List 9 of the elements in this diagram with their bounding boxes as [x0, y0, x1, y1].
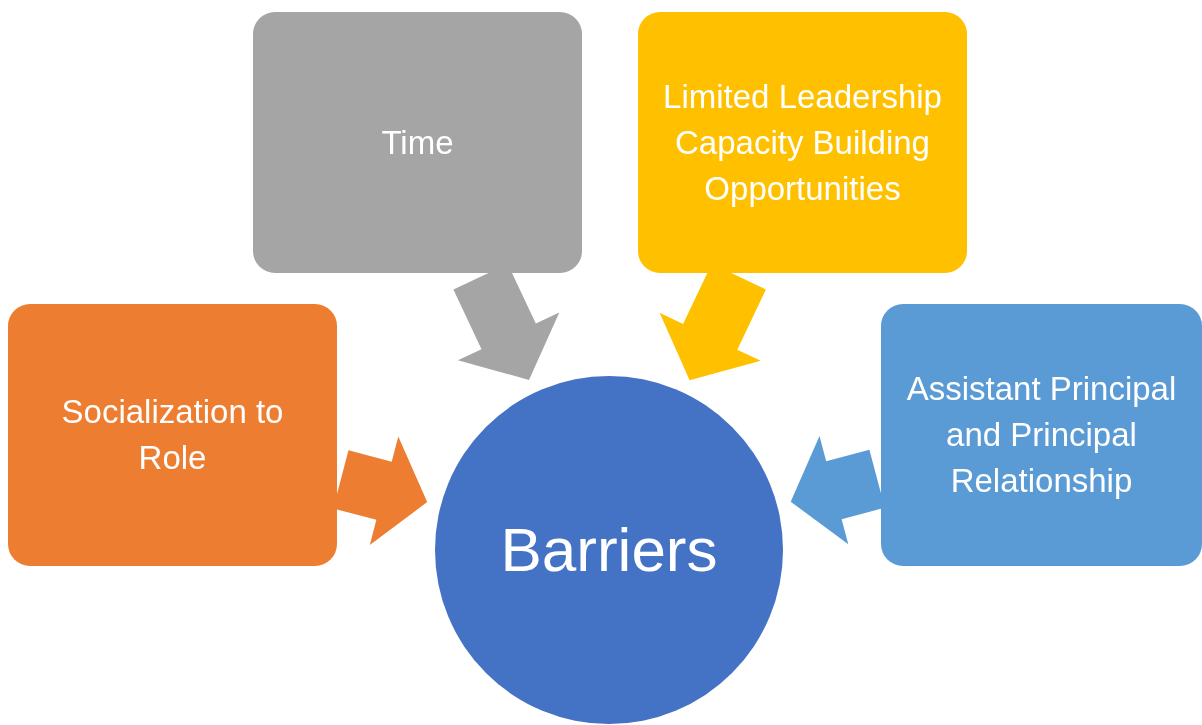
node-label: Barriers [500, 515, 718, 585]
rounded-box [8, 304, 337, 566]
rounded-box [881, 304, 1202, 566]
node-label: Socialization to Role [60, 392, 285, 478]
node-label: Limited Leadership Capacity Building Opportunities [662, 76, 943, 209]
node-label: Assistant Principal and Principal Relationship [905, 369, 1178, 501]
node-label: Time [381, 122, 454, 163]
rounded-box [253, 12, 582, 273]
rounded-box [638, 12, 967, 273]
